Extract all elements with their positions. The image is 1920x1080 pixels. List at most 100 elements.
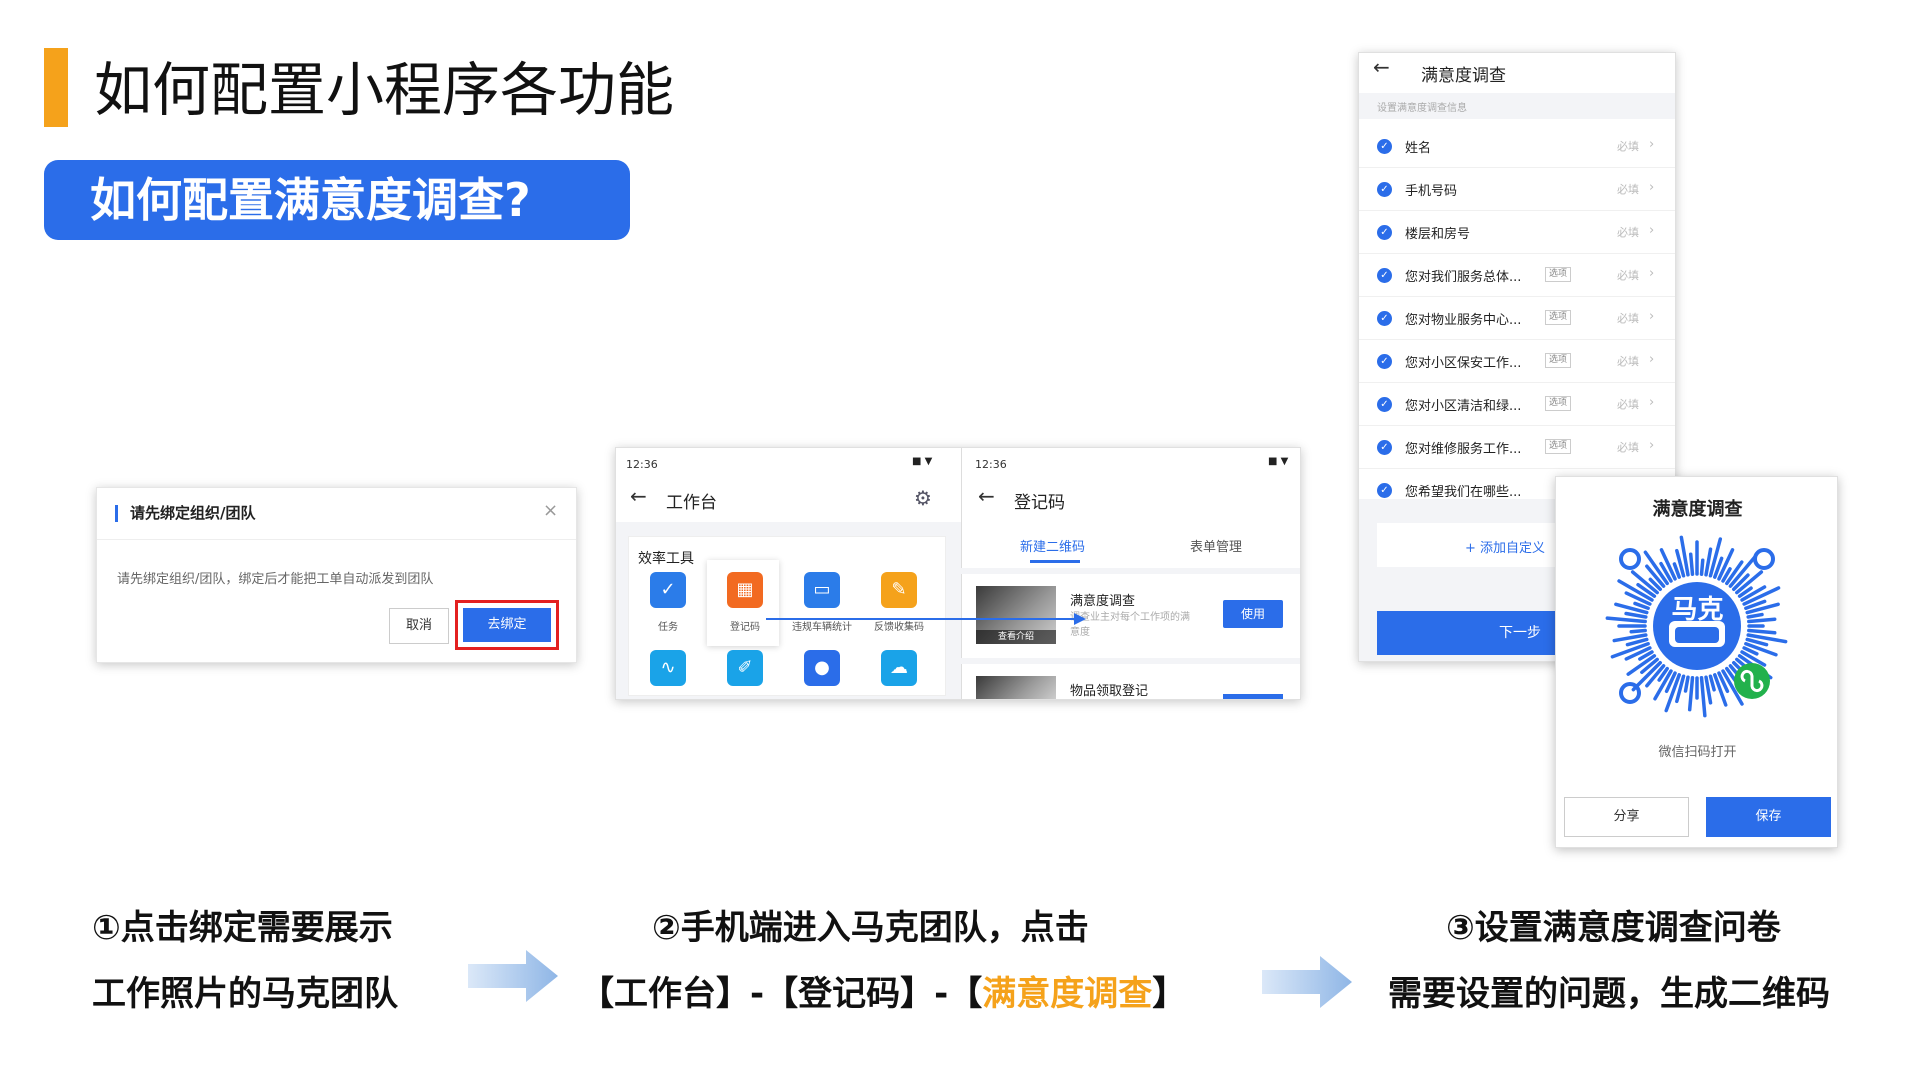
survey-row-text: 您对维修服务工作...	[1405, 442, 1522, 457]
row-divider	[1359, 296, 1675, 297]
tool-label: 任务	[658, 622, 678, 633]
optional-tag: 选项	[1545, 396, 1572, 411]
check-icon: ✓	[1377, 483, 1392, 498]
item-thumbnail	[976, 676, 1056, 699]
close-icon[interactable]: ×	[543, 500, 559, 521]
survey-row-chevron[interactable]: ›	[1649, 395, 1655, 410]
tab-underline	[1030, 560, 1080, 563]
step-arrow-icon	[1262, 956, 1352, 1008]
dialog-header-accent	[115, 505, 118, 522]
tools-section-title: 效率工具	[638, 551, 694, 567]
survey-row-chevron[interactable]: ›	[1649, 223, 1655, 238]
step-arrow-icon	[468, 950, 558, 1002]
check-icon: ✓	[1377, 139, 1392, 154]
required-label: 必填	[1617, 226, 1639, 239]
survey-row-text: 您对我们服务总体...	[1405, 270, 1522, 285]
section-bar	[1359, 93, 1675, 119]
gear-icon[interactable]: ⚙	[914, 486, 932, 510]
highlight-box	[455, 600, 559, 650]
check-icon: ✓	[1377, 182, 1392, 197]
survey-row-chevron[interactable]: ›	[1649, 309, 1655, 324]
task-icon[interactable]: ✓	[650, 572, 686, 608]
survey-row-chevron[interactable]: ›	[1649, 180, 1655, 195]
step2-caption-highlight: 满意度调查	[982, 974, 1153, 1014]
required-label: 必填	[1617, 269, 1639, 282]
bind-button[interactable]: 去绑定	[463, 608, 551, 642]
row-divider	[1359, 339, 1675, 340]
scan-hint: 微信扫码打开	[1658, 745, 1737, 760]
car-icon[interactable]: ▭	[804, 572, 840, 608]
share-button[interactable]: 分享	[1564, 797, 1689, 837]
signal-icon: ■ ▼	[1268, 456, 1289, 467]
row-gap	[961, 658, 1300, 664]
route-icon[interactable]: ∿	[650, 650, 686, 686]
intro-tag[interactable]: 查看介绍	[976, 630, 1056, 644]
required-label: 必填	[1617, 312, 1639, 325]
row-divider	[1359, 253, 1675, 254]
connector-arrow	[766, 613, 1086, 625]
phone-workbench-screens: 12:36 ■ ▼ ← 工作台 ⚙ 效率工具 ✓任务▦登记码▭违规车辆统计✎反馈…	[615, 447, 1301, 700]
survey-row-chevron[interactable]: ›	[1649, 266, 1655, 281]
tab-new-qrcode[interactable]: 新建二维码	[1020, 540, 1086, 555]
add-custom-link[interactable]: + 添加自定义	[1465, 541, 1546, 556]
bind-team-dialog: 请先绑定组织/团队 × 请先绑定组织/团队，绑定后才能把工单自动派发到团队 取消…	[96, 487, 577, 663]
cloud-icon[interactable]: ☁	[881, 650, 917, 686]
step3-caption-line2: 需要设置的问题，生成二维码	[1388, 974, 1830, 1014]
step1-caption-line2: 工作照片的马克团队	[92, 974, 398, 1014]
survey-row-text: 手机号码	[1405, 184, 1458, 199]
row-divider	[1359, 167, 1675, 168]
check-icon: ✓	[1377, 268, 1392, 283]
survey-item-desc: 调查业主对每个工作项的满意度	[1070, 612, 1190, 638]
status-time: 12:36	[626, 458, 658, 471]
row-divider	[1359, 468, 1675, 469]
tool-label: 登记码	[730, 622, 760, 633]
row-divider	[1359, 210, 1675, 211]
save-button[interactable]: 保存	[1706, 797, 1831, 837]
dialog-header	[97, 488, 576, 540]
dialog-message: 请先绑定组织/团队，绑定后才能把工单自动派发到团队	[117, 572, 434, 587]
step2-caption-line2: 【工作台】-【登记码】-【满意度调查】	[580, 966, 1186, 1015]
qr-logo-text: 马克	[1671, 595, 1724, 625]
title-accent-bar	[44, 48, 68, 127]
feedback-icon[interactable]: ✎	[881, 572, 917, 608]
row-divider	[1359, 382, 1675, 383]
use-button[interactable]: 使用	[1223, 600, 1283, 628]
back-arrow-icon[interactable]: ←	[978, 484, 995, 508]
mini-program-qrcode-icon	[1605, 535, 1788, 718]
use-button-partial[interactable]	[1223, 694, 1283, 699]
survey-row-text: 您对小区保安工作...	[1405, 356, 1522, 371]
required-label: 必填	[1617, 398, 1639, 411]
tab-gap	[961, 568, 1300, 574]
step3-caption-line1: ③设置满意度调查问卷	[1446, 908, 1781, 948]
required-label: 必填	[1617, 441, 1639, 454]
back-arrow-icon[interactable]: ←	[630, 484, 647, 508]
survey-row-chevron[interactable]: ›	[1649, 137, 1655, 152]
page-title: 如何配置小程序各功能	[94, 56, 675, 124]
optional-tag: 选项	[1545, 310, 1572, 325]
optional-tag: 选项	[1545, 439, 1572, 454]
person-icon[interactable]: ●	[804, 650, 840, 686]
item2-title: 物品领取登记	[1070, 684, 1149, 699]
tab-form-manage[interactable]: 表单管理	[1190, 540, 1243, 555]
survey-row-text: 姓名	[1405, 141, 1432, 156]
survey-item-title: 满意度调查	[1070, 594, 1136, 609]
survey-row-chevron[interactable]: ›	[1649, 352, 1655, 367]
step2-caption-part-a: 【工作台】-【登记码】-【	[580, 974, 983, 1014]
cancel-button[interactable]: 取消	[389, 608, 449, 644]
survey-row-chevron[interactable]: ›	[1649, 438, 1655, 453]
check-icon: ✓	[1377, 397, 1392, 412]
check-icon: ✓	[1377, 440, 1392, 455]
back-arrow-icon[interactable]: ←	[1373, 55, 1390, 79]
regcode-title: 登记码	[1014, 493, 1065, 513]
subtitle-banner: 如何配置满意度调查?	[44, 160, 630, 240]
survey-row-text: 您对小区清洁和绿...	[1405, 399, 1522, 414]
step2-caption-line1: ②手机端进入马克团队，点击	[652, 908, 1089, 948]
check-icon: ✓	[1377, 311, 1392, 326]
qr-title: 满意度调查	[1652, 499, 1743, 520]
required-label: 必填	[1617, 355, 1639, 368]
required-label: 必填	[1617, 183, 1639, 196]
qrcode-icon[interactable]: ▦	[727, 572, 763, 608]
check-icon: ✓	[1377, 225, 1392, 240]
qr-share-card: 满意度调查 马克 微信扫码打开 分享 保存	[1555, 476, 1838, 848]
pencil-icon[interactable]: ✐	[727, 650, 763, 686]
